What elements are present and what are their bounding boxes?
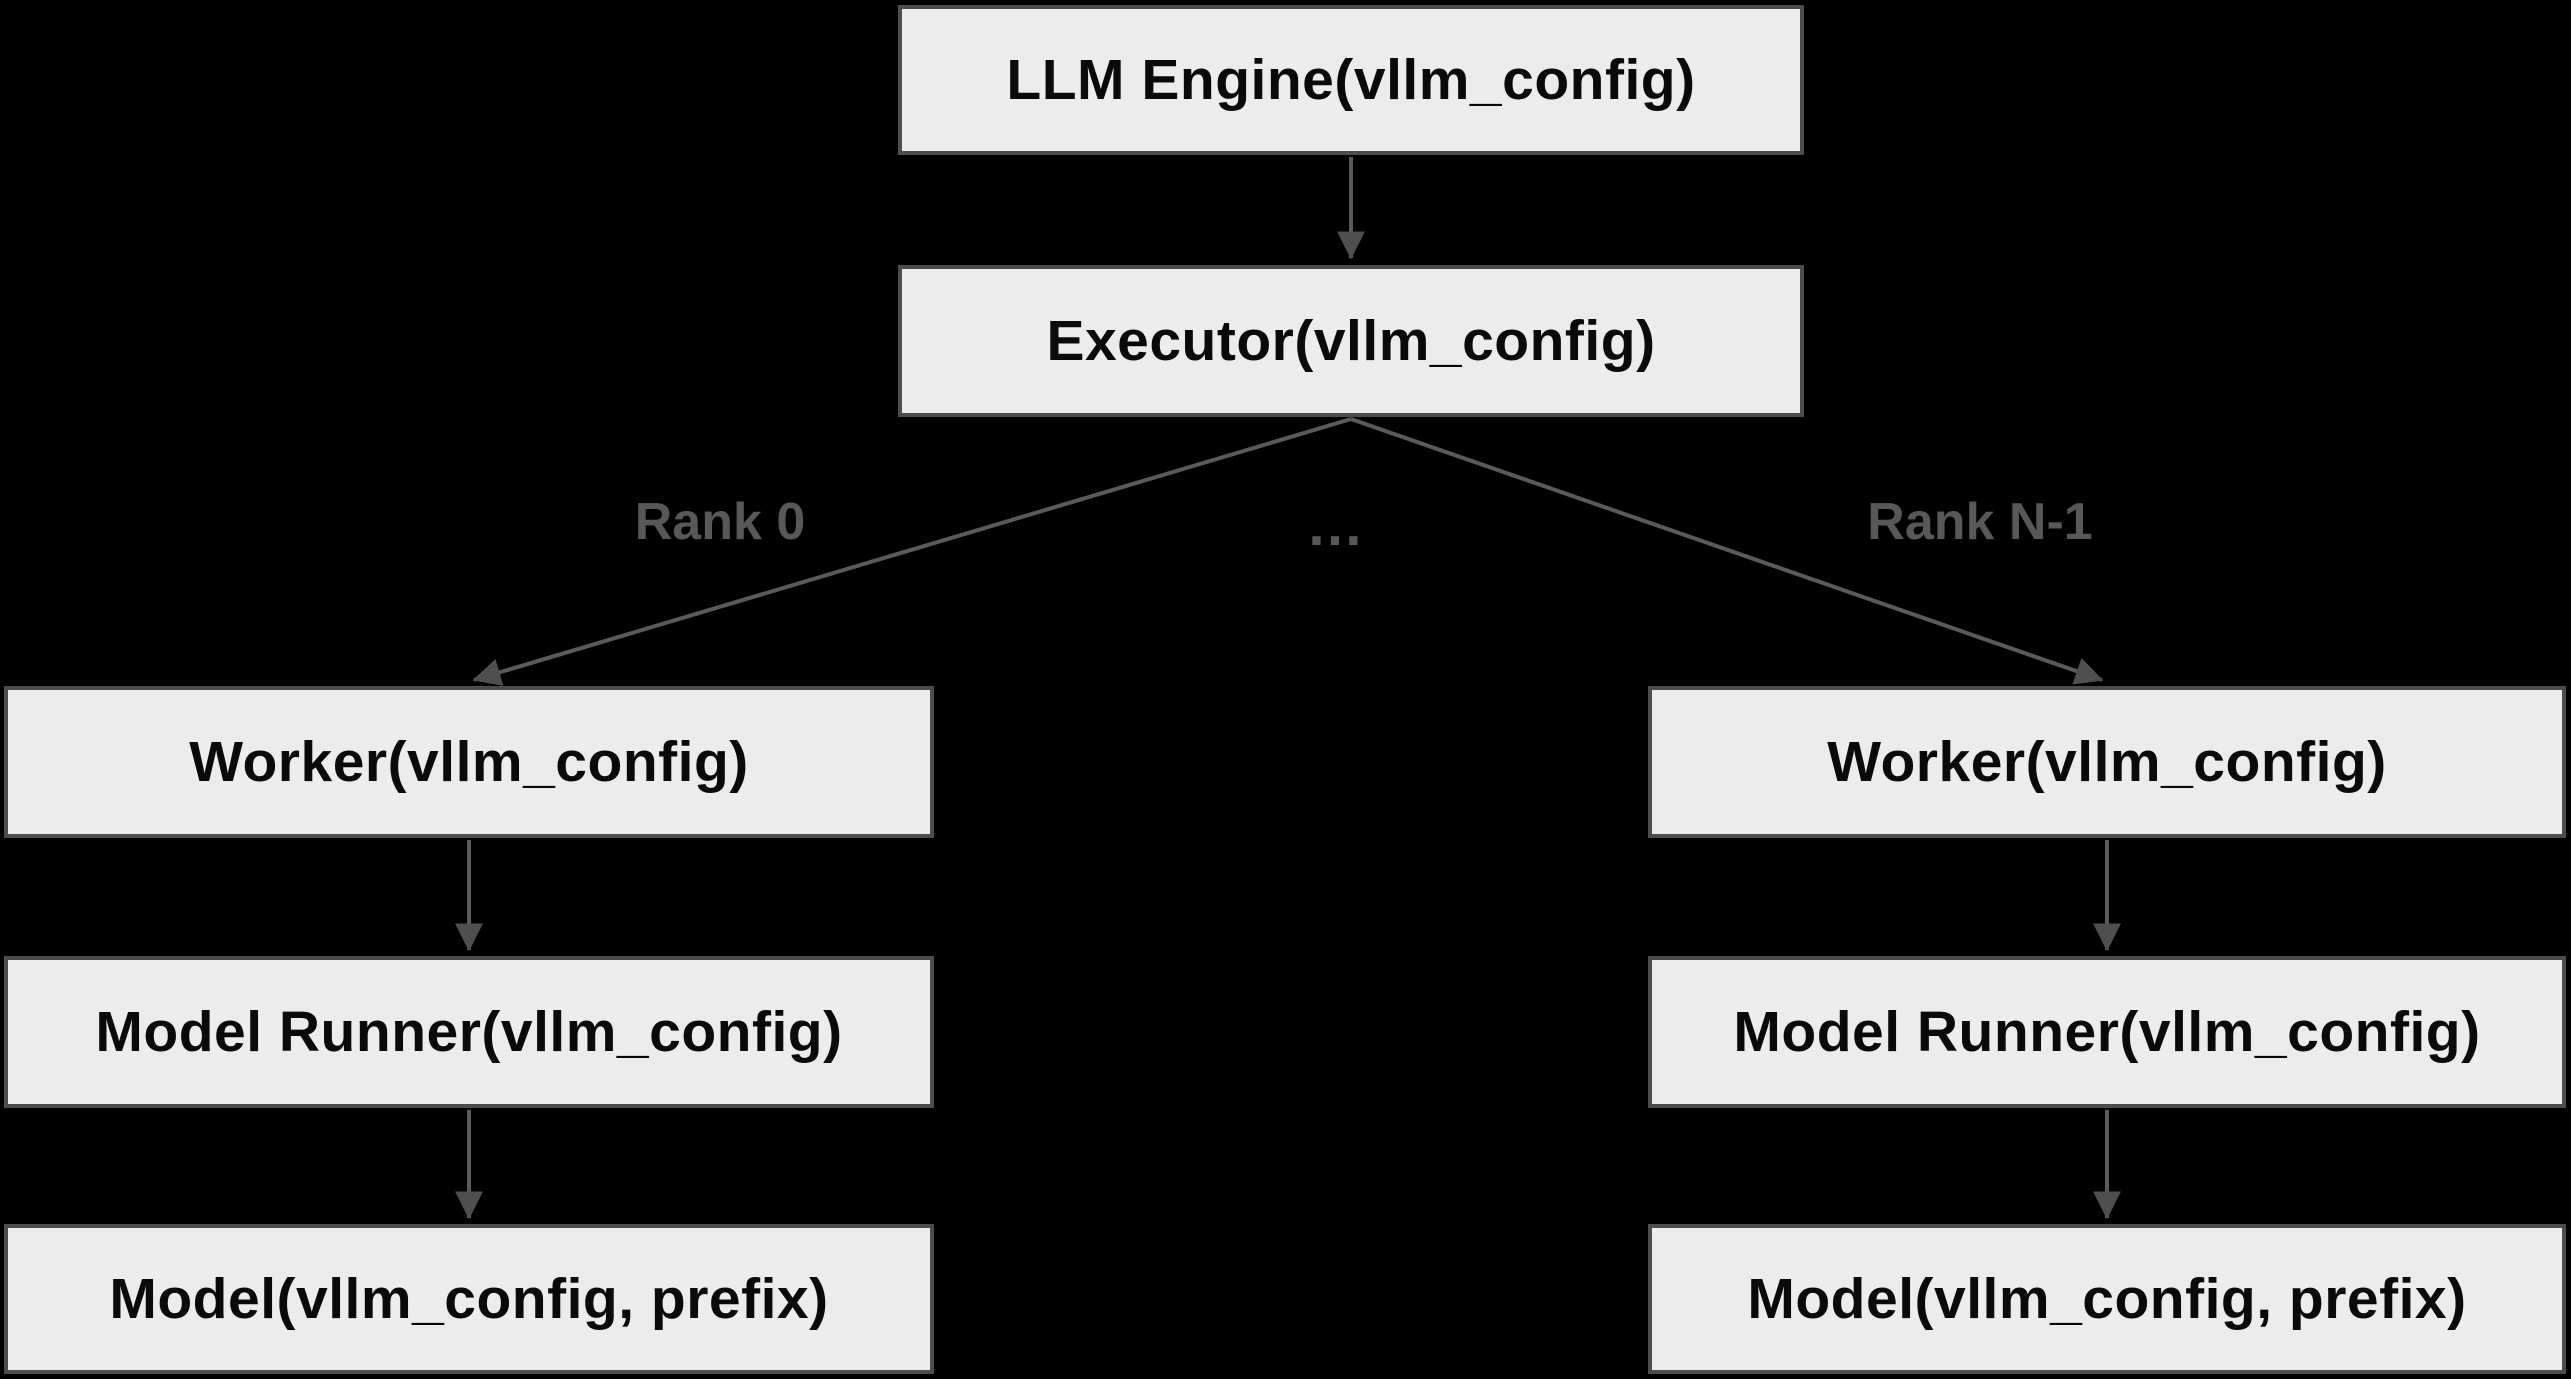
node-model-runner-rank-0: Model Runner(vllm_config) bbox=[4, 956, 934, 1108]
node-model-rank-0: Model(vllm_config, prefix) bbox=[4, 1224, 934, 1374]
edge-executor-to-worker-right bbox=[1350, 417, 2104, 685]
edge-executor-to-worker-left bbox=[472, 417, 1352, 686]
edge-label-rank-n-1: Rank N-1 bbox=[1867, 493, 2093, 551]
node-worker-rank-0: Worker(vllm_config) bbox=[4, 686, 934, 838]
node-executor: Executor(vllm_config) bbox=[898, 265, 1804, 417]
node-worker-rank-n-1: Worker(vllm_config) bbox=[1648, 686, 2566, 838]
node-model-rank-n-1: Model(vllm_config, prefix) bbox=[1648, 1224, 2566, 1374]
edge-label-ellipsis: … bbox=[1306, 493, 1364, 558]
edge-label-rank-0: Rank 0 bbox=[634, 493, 806, 551]
node-llm-engine: LLM Engine(vllm_config) bbox=[898, 5, 1804, 155]
node-model-runner-rank-n-1: Model Runner(vllm_config) bbox=[1648, 956, 2566, 1108]
